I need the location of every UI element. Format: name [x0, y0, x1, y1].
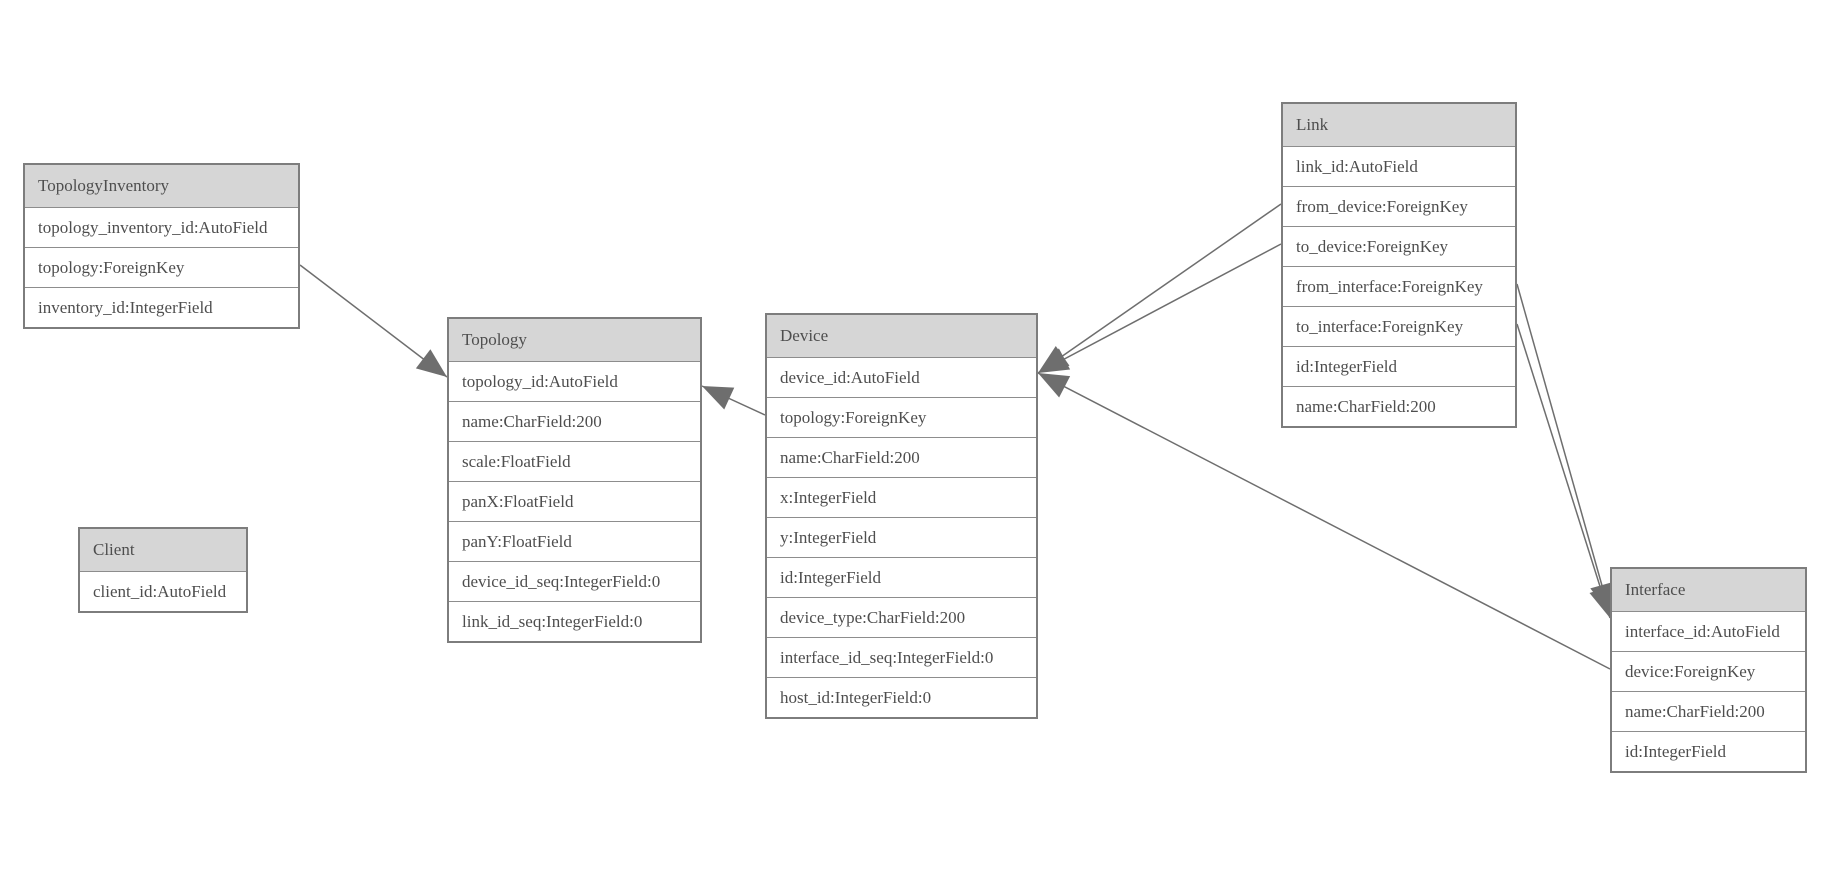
entity-field: scale:FloatField [449, 441, 700, 481]
relationship-arrowhead [415, 349, 447, 377]
entity-field: topology_inventory_id:AutoField [25, 207, 298, 247]
entity-field: device:ForeignKey [1612, 651, 1805, 691]
relationship-line [1037, 372, 1611, 670]
entity-field: name:CharField:200 [767, 437, 1036, 477]
entity-field: y:IntegerField [767, 517, 1036, 557]
entity-field: link_id_seq:IntegerField:0 [449, 601, 700, 641]
entity-field: client_id:AutoField [80, 571, 246, 611]
entity-field: panX:FloatField [449, 481, 700, 521]
relationship-arrowhead [1038, 348, 1071, 373]
entity-field: device_id:AutoField [767, 357, 1036, 397]
entity-field: inventory_id:IntegerField [25, 287, 298, 327]
entity-field: topology_id:AutoField [449, 361, 700, 401]
entity-title: Link [1283, 104, 1515, 146]
relationship-line [1037, 243, 1282, 374]
entity-field: id:IntegerField [1612, 731, 1805, 771]
relationship-line [1037, 203, 1282, 374]
entity-field: to_device:ForeignKey [1283, 226, 1515, 266]
entity-title: Device [767, 315, 1036, 357]
entity-field: panY:FloatField [449, 521, 700, 561]
entity-field: interface_id_seq:IntegerField:0 [767, 637, 1036, 677]
entity-field: interface_id:AutoField [1612, 611, 1805, 651]
entity-field: to_interface:ForeignKey [1283, 306, 1515, 346]
entity-field: topology:ForeignKey [767, 397, 1036, 437]
entity-field: name:CharField:200 [1283, 386, 1515, 426]
entity-title: Client [80, 529, 246, 571]
entity-field: id:IntegerField [767, 557, 1036, 597]
entity-field: from_interface:ForeignKey [1283, 266, 1515, 306]
entity-field: device_type:CharField:200 [767, 597, 1036, 637]
entity-field: id:IntegerField [1283, 346, 1515, 386]
relationship-line [1516, 283, 1611, 615]
relationship-arrowhead [1038, 373, 1071, 398]
relationship-arrowhead [1589, 585, 1613, 618]
entity-field: topology:ForeignKey [25, 247, 298, 287]
relationship-line [1516, 323, 1611, 619]
entity-title: Interface [1612, 569, 1805, 611]
entity-field: device_id_seq:IntegerField:0 [449, 561, 700, 601]
relationship-line [299, 264, 448, 378]
entity-field: host_id:IntegerField:0 [767, 677, 1036, 717]
entity-field: name:CharField:200 [1612, 691, 1805, 731]
entity-title: Topology [449, 319, 700, 361]
entity-field: x:IntegerField [767, 477, 1036, 517]
entity-field: from_device:ForeignKey [1283, 186, 1515, 226]
entity-field: link_id:AutoField [1283, 146, 1515, 186]
relationship-arrowhead [702, 386, 735, 410]
entity-title: TopologyInventory [25, 165, 298, 207]
entity-field: name:CharField:200 [449, 401, 700, 441]
